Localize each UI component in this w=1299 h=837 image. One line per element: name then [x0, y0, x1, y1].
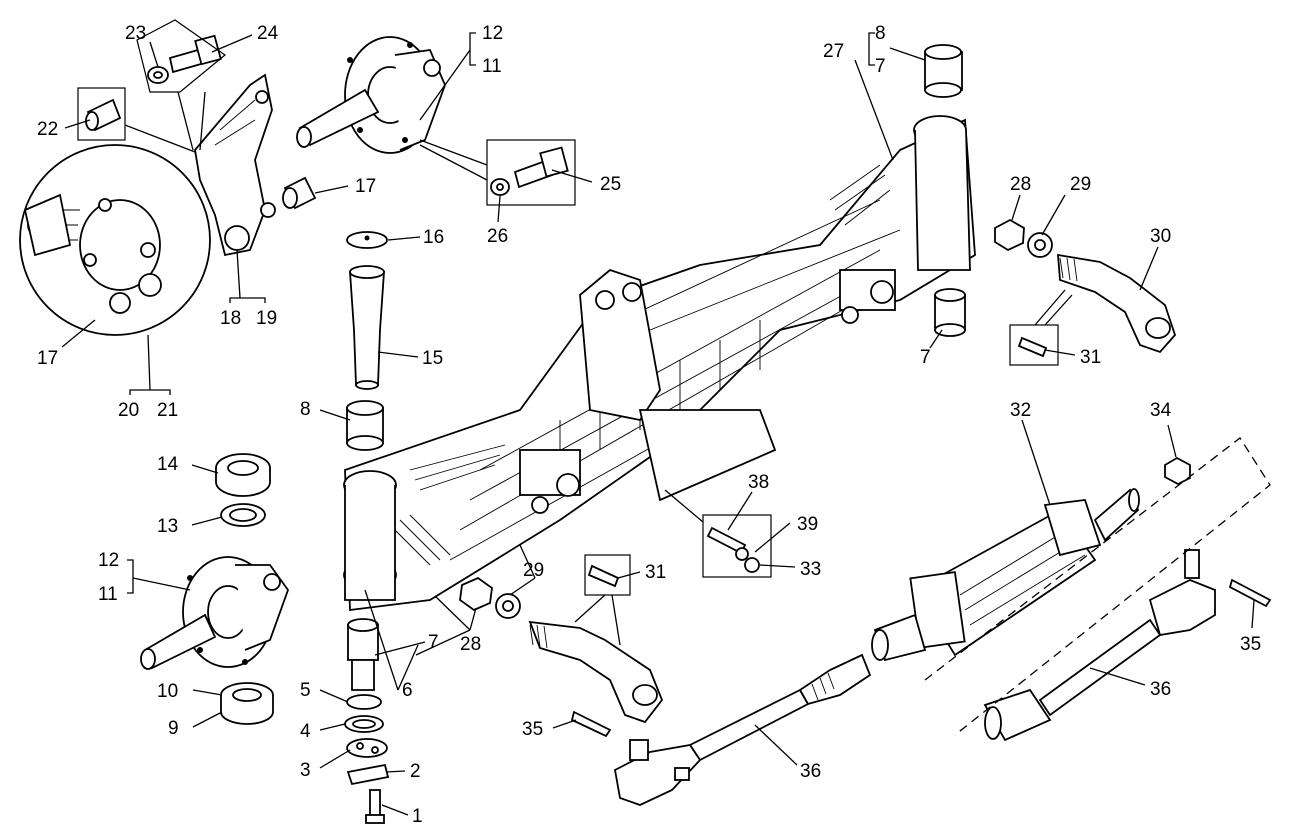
key-31-left [587, 564, 620, 588]
steering-arm-left [528, 620, 664, 724]
label-5: 5 [300, 680, 311, 701]
label-7-top: 7 [875, 56, 886, 77]
cap-16 [346, 231, 388, 249]
label-35-right: 35 [1240, 634, 1261, 655]
label-15: 15 [422, 348, 443, 369]
bolt-25 [490, 146, 569, 196]
nut-washer-left [459, 576, 521, 619]
label-12-top: 12 [482, 23, 503, 44]
label-31-right: 31 [1080, 347, 1101, 368]
label-21: 21 [157, 400, 178, 421]
axle-beam [343, 115, 976, 612]
label-26: 26 [487, 226, 508, 247]
label-2: 2 [410, 761, 421, 782]
label-10: 10 [157, 681, 178, 702]
label-36-long: 36 [800, 761, 821, 782]
label-12-bottom: 12 [98, 550, 119, 571]
cotter-pin-right [1228, 578, 1272, 608]
label-8-right: 8 [875, 23, 886, 44]
label-8-left: 8 [300, 399, 311, 420]
steering-knuckle-bottom [140, 556, 290, 670]
label-33: 33 [800, 559, 821, 580]
steering-arm-bracket [194, 73, 276, 257]
bearing-10 [220, 682, 274, 725]
label-4: 4 [300, 721, 311, 742]
key-31-right [1017, 336, 1048, 358]
label-6: 6 [402, 680, 413, 701]
bushing-8-right [924, 44, 963, 98]
steering-knuckle-top [296, 36, 446, 154]
label-34: 34 [1150, 400, 1172, 421]
cotter-pin-left [570, 710, 612, 738]
tie-rod-long [613, 653, 872, 806]
label-29-right: 29 [1070, 174, 1091, 195]
label-18: 18 [220, 308, 241, 329]
label-11-top: 11 [482, 56, 502, 77]
label-20: 20 [118, 400, 139, 421]
label-22: 22 [37, 119, 58, 140]
label-28-left: 28 [460, 634, 481, 655]
label-35-left: 35 [522, 719, 543, 740]
part-labels: 23 24 22 12 11 17 25 26 16 15 8 18 19 17… [37, 23, 1261, 827]
brake-shield-plate [19, 144, 211, 336]
leader-lines [61, 32, 1255, 816]
bushing-17 [282, 176, 317, 210]
label-17-small: 17 [355, 176, 376, 197]
label-25: 25 [600, 174, 621, 195]
label-23: 23 [125, 23, 146, 44]
label-36-short: 36 [1150, 679, 1171, 700]
nut-washer-right [994, 218, 1053, 258]
label-16: 16 [423, 227, 444, 248]
bolt-38-assembly [706, 526, 760, 573]
label-38: 38 [748, 472, 769, 493]
kingpin-lower-stack [344, 618, 390, 824]
nut-34 [1164, 456, 1191, 486]
label-3: 3 [300, 760, 311, 781]
bushing-7-right [934, 288, 966, 337]
label-31-left: 31 [645, 562, 666, 583]
label-7-mid: 7 [428, 632, 439, 653]
king-pin-15 [349, 265, 385, 390]
bearing-14 [215, 453, 271, 497]
label-30: 30 [1150, 226, 1171, 247]
label-27: 27 [823, 41, 844, 62]
hydraulic-cylinder [871, 488, 1140, 662]
label-1: 1 [412, 806, 423, 827]
tie-rod-short [983, 549, 1216, 742]
label-9: 9 [168, 718, 179, 739]
label-24: 24 [257, 23, 279, 44]
bolt-24 [147, 34, 222, 84]
label-32: 32 [1010, 400, 1031, 421]
label-11-bottom: 11 [98, 584, 118, 605]
label-28-right: 28 [1010, 174, 1031, 195]
steering-arm-right [1057, 253, 1177, 354]
label-39: 39 [797, 514, 818, 535]
bushing-8-left [346, 400, 384, 451]
label-29-left: 29 [523, 560, 544, 581]
label-7-right: 7 [920, 347, 931, 368]
label-19: 19 [256, 308, 277, 329]
label-14: 14 [157, 454, 179, 475]
seal-13 [220, 503, 266, 527]
pin-22 [85, 98, 122, 132]
label-17-large: 17 [37, 348, 58, 369]
label-13: 13 [157, 516, 178, 537]
